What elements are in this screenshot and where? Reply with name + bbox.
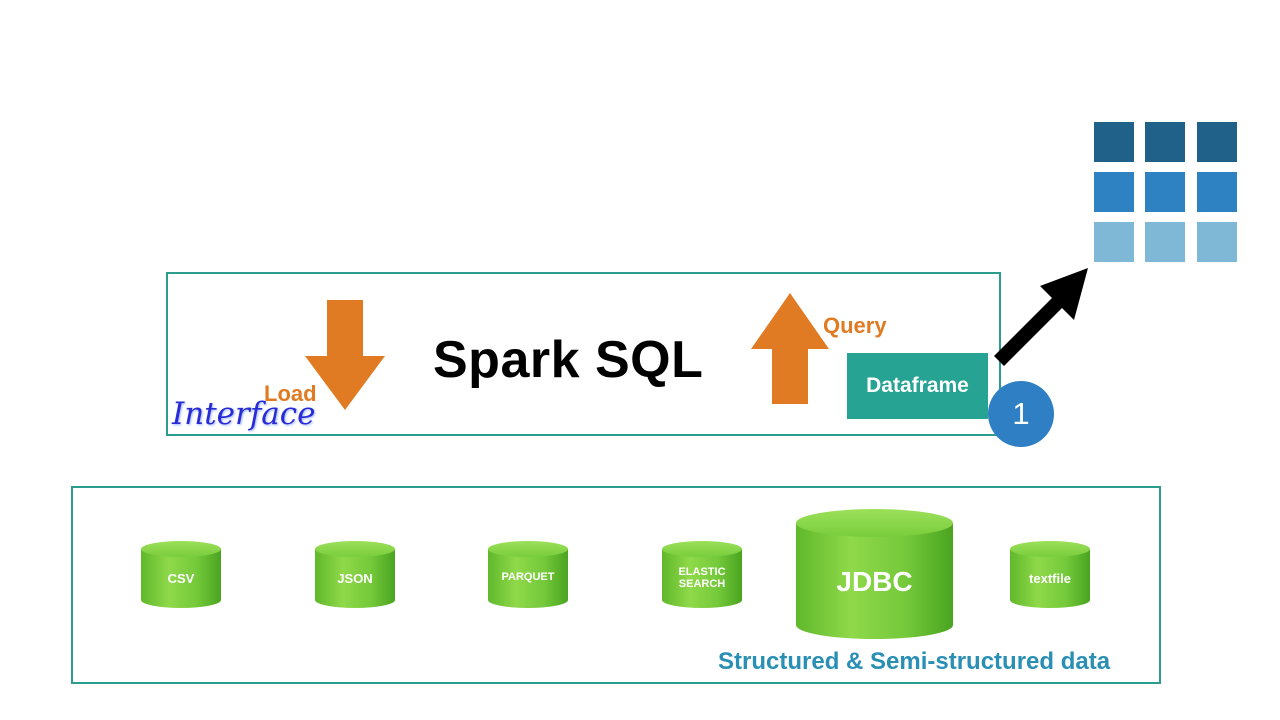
elastic-search-label: ELASTIC SEARCH <box>678 566 726 591</box>
elastic-search-cylinder-icon: ELASTIC SEARCH <box>662 541 742 608</box>
parquet-cylinder-icon: PARQUET <box>488 541 568 608</box>
load-arrow-icon <box>305 300 385 410</box>
textfile-cylinder-icon: textfile <box>1010 541 1090 608</box>
query-arrow-icon <box>751 293 829 404</box>
grid-cell <box>1196 221 1238 263</box>
dataframe-label: Dataframe <box>866 374 969 397</box>
jdbc-label: JDBC <box>836 566 913 597</box>
parquet-label: PARQUET <box>501 571 555 583</box>
step-badge: 1 <box>988 381 1054 447</box>
grid-cell <box>1144 171 1186 213</box>
spark-sql-title: Spark SQL <box>433 331 704 389</box>
csv-label: CSV <box>167 571 195 586</box>
load-label: Load <box>264 381 317 406</box>
grid-cell <box>1093 171 1135 213</box>
grid-cell <box>1144 221 1186 263</box>
grid-cell <box>1196 121 1238 163</box>
jdbc-cylinder-icon: JDBC <box>796 509 953 639</box>
json-cylinder-icon: JSON <box>315 541 395 608</box>
step-number: 1 <box>1012 396 1030 431</box>
data-sources-box <box>71 486 1161 684</box>
textfile-label: textfile <box>1029 571 1071 586</box>
query-label: Query <box>823 313 887 338</box>
table-grid-icon <box>1093 121 1241 266</box>
interface-label: Interface <box>172 396 316 432</box>
grid-cell <box>1144 121 1186 163</box>
csv-cylinder-icon: CSV <box>141 541 221 608</box>
json-label: JSON <box>337 571 373 586</box>
grid-cell <box>1093 121 1135 163</box>
grid-cell <box>1196 171 1238 213</box>
sources-caption: Structured & Semi-structured data <box>718 648 1111 675</box>
dataframe-box: Dataframe <box>847 353 988 419</box>
output-arrow-icon <box>994 268 1088 366</box>
grid-cell <box>1093 221 1135 263</box>
